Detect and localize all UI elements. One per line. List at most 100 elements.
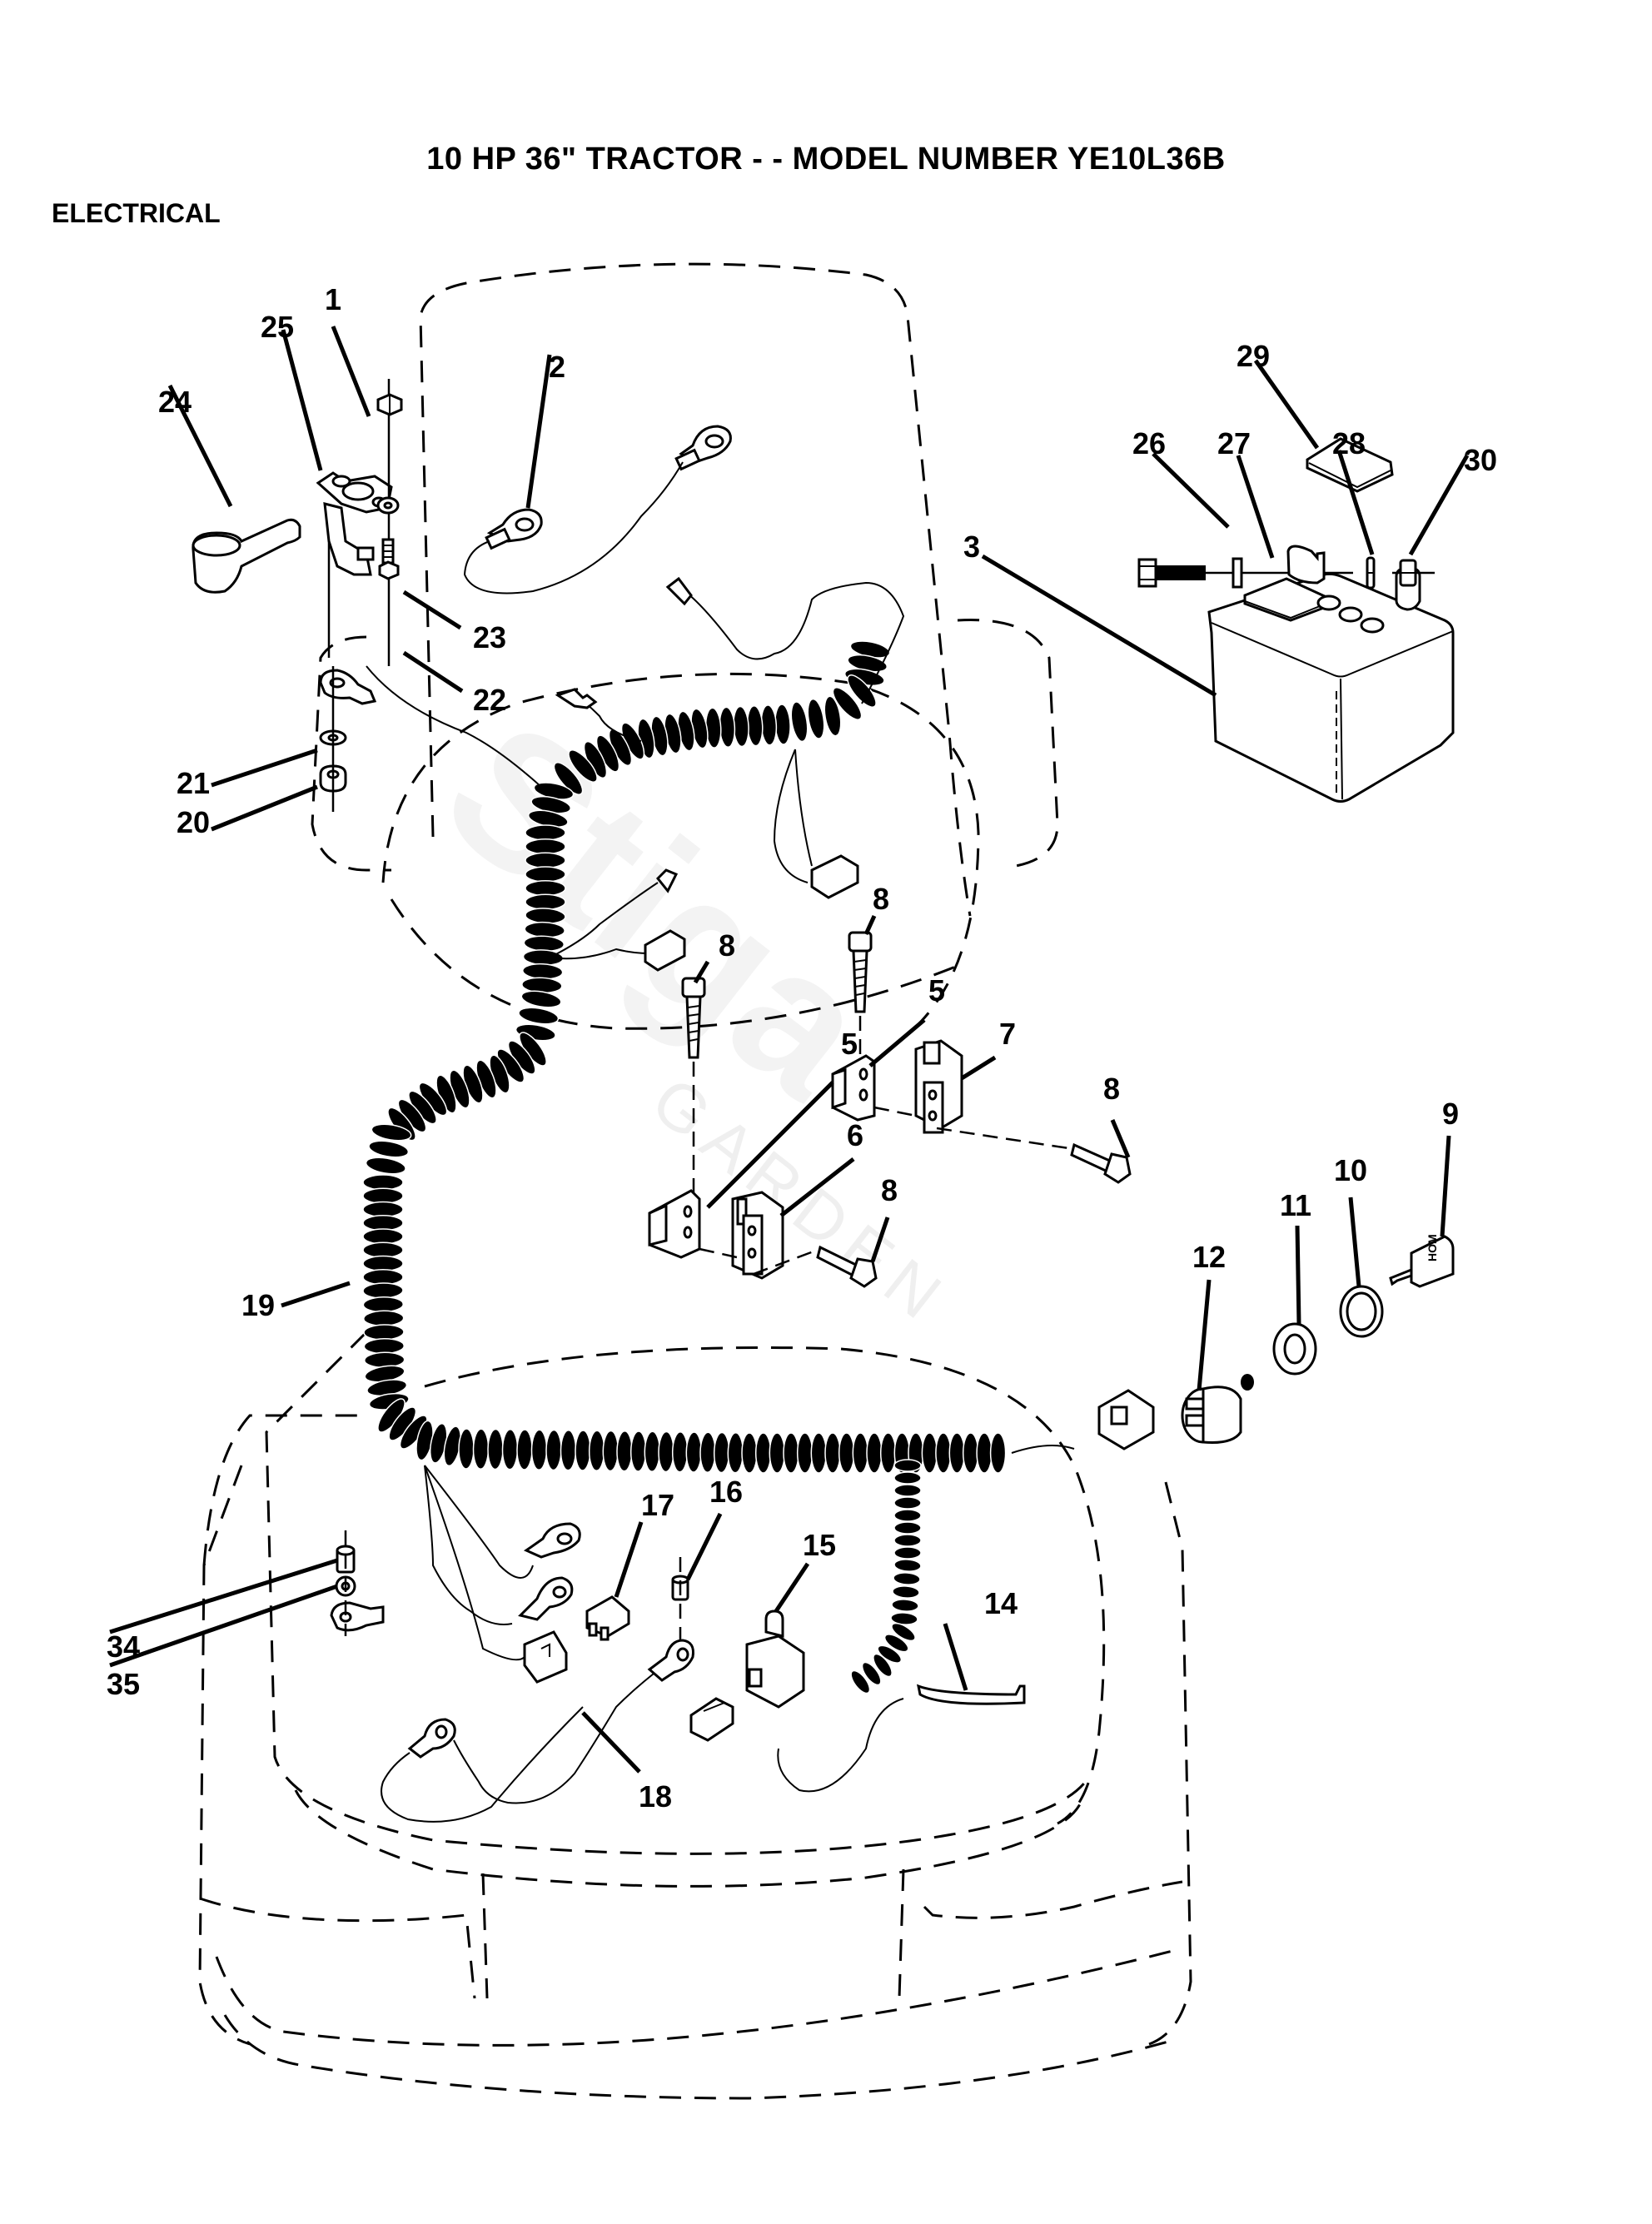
harness-coil-segment	[713, 1431, 730, 1474]
callout-16[interactable]: 16	[709, 1475, 743, 1509]
callout-14[interactable]: 14	[984, 1586, 1018, 1620]
part-5-bracket-left[interactable]	[648, 1189, 701, 1259]
part-2-ground-cable[interactable]	[463, 425, 732, 595]
part-12-ignition-switch[interactable]	[1181, 1374, 1254, 1444]
callout-19[interactable]: 19	[241, 1288, 275, 1322]
harness-coil-segment	[832, 687, 863, 720]
part-30-nut[interactable]	[1399, 559, 1417, 587]
callout-18[interactable]: 18	[639, 1779, 672, 1814]
callout-29[interactable]: 29	[1237, 339, 1270, 373]
callout-8-lower-left[interactable]: 8	[881, 1173, 898, 1207]
leader-34	[109, 1558, 338, 1634]
callout-27[interactable]: 27	[1217, 426, 1251, 460]
harness-coil-segment	[362, 1174, 404, 1191]
leader-27	[1236, 455, 1275, 559]
part-11-nut[interactable]	[1272, 1322, 1317, 1376]
harness-coil-segment	[824, 695, 842, 737]
part-8-screw-lower-right[interactable]	[1070, 1142, 1132, 1184]
leader-29	[1253, 359, 1320, 450]
part-22-bolt[interactable]	[378, 538, 400, 580]
callout-10[interactable]: 10	[1334, 1153, 1367, 1187]
callout-12[interactable]: 12	[1192, 1240, 1226, 1274]
harness-coil-segment	[545, 1429, 562, 1471]
callout-3[interactable]: 3	[963, 530, 980, 564]
dash-connector-a	[810, 854, 859, 899]
callout-5-left[interactable]: 5	[841, 1027, 858, 1061]
part-23-lockwasher[interactable]	[376, 496, 400, 515]
callout-15[interactable]: 15	[803, 1528, 836, 1562]
callout-25[interactable]: 25	[261, 310, 294, 344]
part-14-cable-tie[interactable]	[917, 1684, 1026, 1705]
harness-coil-segment	[371, 1123, 412, 1142]
part-34-nut[interactable]	[336, 1545, 356, 1574]
part-6-switch[interactable]	[731, 1191, 784, 1280]
part-3-battery[interactable]	[1207, 545, 1455, 803]
part-24-terminal-boot[interactable]	[192, 518, 301, 594]
rear-left-inner-outline	[202, 1414, 366, 1566]
part-9-key[interactable]: HOM	[1389, 1234, 1455, 1288]
solenoid-ground-terminal	[319, 669, 377, 705]
harness-coil-segment	[560, 1430, 577, 1471]
harness-coil-segment	[362, 1269, 404, 1286]
part-15-seat-switch[interactable]	[745, 1610, 805, 1709]
part-17-fuse[interactable]	[585, 1595, 630, 1641]
harness-coil-segment	[893, 1496, 922, 1510]
callout-8-upper-left[interactable]: 8	[719, 928, 735, 963]
page-title: 10 HP 36" TRACTOR - - MODEL NUMBER YE10L…	[426, 142, 1226, 177]
harness-coil-segment	[935, 1432, 952, 1474]
ring-terminal-lower	[647, 1639, 694, 1682]
leader-19	[281, 1281, 351, 1308]
callout-30[interactable]: 30	[1464, 443, 1497, 477]
leader-18	[581, 1711, 641, 1774]
part-10-bezel[interactable]	[1339, 1285, 1384, 1338]
callout-6[interactable]: 6	[847, 1118, 863, 1152]
top-small-terminal	[555, 688, 598, 709]
leader-17	[614, 1521, 644, 1598]
part-28-lockwasher[interactable]	[1366, 556, 1376, 590]
callout-20[interactable]: 20	[177, 805, 210, 839]
callout-17[interactable]: 17	[641, 1488, 674, 1522]
callout-22[interactable]: 22	[473, 683, 506, 717]
part-7-switch[interactable]	[914, 1039, 963, 1134]
callout-9[interactable]: 9	[1442, 1097, 1459, 1131]
callout-2[interactable]: 2	[549, 350, 565, 384]
harness-coil-segment	[824, 1432, 841, 1474]
harness-coil-segment	[363, 1324, 405, 1341]
harness-coil-segment	[989, 1432, 1007, 1474]
part-1-nut[interactable]	[376, 393, 403, 416]
callout-8-upper-right[interactable]: 8	[873, 882, 889, 916]
callout-1[interactable]: 1	[325, 282, 341, 316]
callout-8-lower-right[interactable]: 8	[1103, 1072, 1120, 1106]
callout-24[interactable]: 24	[158, 385, 192, 419]
part-27-washer[interactable]	[1232, 557, 1243, 589]
harness-coil-segment	[520, 990, 562, 1008]
callout-5-right[interactable]: 5	[928, 973, 945, 1008]
harness-coil-segment	[530, 1429, 548, 1471]
leader-6	[779, 1157, 855, 1217]
callout-21[interactable]: 21	[177, 766, 210, 800]
harness-coil-segment	[362, 1241, 404, 1259]
part-25-solenoid[interactable]	[316, 471, 393, 576]
seat-switch-connector	[689, 1697, 734, 1742]
harness-coil-segment	[838, 1432, 855, 1474]
harness-coil-segment	[616, 1430, 633, 1472]
seat-outline	[424, 1346, 1106, 1825]
part-5-bracket-right[interactable]	[831, 1054, 876, 1122]
part-29-terminal-cover[interactable]	[1306, 437, 1394, 493]
callout-23[interactable]: 23	[473, 620, 506, 654]
part-8-screw-upper-left[interactable]	[681, 977, 706, 1059]
callout-11[interactable]: 11	[1280, 1188, 1311, 1222]
harness-coil-segment	[893, 1484, 922, 1497]
callout-35[interactable]: 35	[107, 1667, 140, 1701]
harness-coil-segment	[362, 1255, 404, 1272]
part-8-screw-lower-left[interactable]	[816, 1245, 878, 1288]
part-26-bolt[interactable]	[1137, 558, 1206, 588]
part-8-screw-upper-right[interactable]	[848, 931, 873, 1013]
callout-26[interactable]: 26	[1132, 426, 1166, 460]
callout-28[interactable]: 28	[1332, 426, 1366, 460]
harness-coil-segment	[754, 1432, 772, 1474]
callout-7[interactable]: 7	[999, 1017, 1016, 1051]
part-18-cable[interactable]	[381, 1673, 654, 1823]
leader-14	[943, 1623, 968, 1691]
callout-34[interactable]: 34	[107, 1629, 140, 1664]
